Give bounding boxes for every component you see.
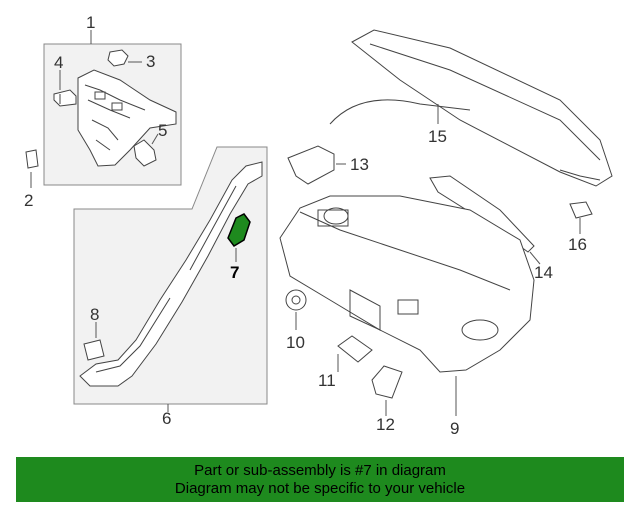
callout-11: 11: [318, 371, 336, 390]
callout-13: 13: [350, 155, 369, 174]
parts-diagram: [25, 29, 613, 416]
part-7-highlighted: [227, 213, 251, 247]
part-10-grommet: [285, 289, 307, 311]
callout-8: 8: [90, 305, 100, 324]
leader-lines: [30, 61, 581, 416]
part-3-clip: [107, 49, 129, 67]
diagram-drawing: [25, 29, 613, 416]
banner-line-2: Diagram may not be specific to your vehi…: [174, 480, 466, 497]
banner-line-1: Part or sub-assembly is #7 in diagram: [194, 462, 446, 479]
callout-14: 14: [534, 263, 553, 282]
part-13-cover: [287, 145, 335, 185]
part-9-package-tray: [279, 195, 535, 373]
part-4-plug: [53, 89, 77, 107]
callout-2: 2: [24, 191, 34, 210]
callout-7: 7: [230, 263, 240, 282]
part-6-pillar-trim: [79, 161, 263, 387]
callout-1: 1: [86, 13, 96, 32]
part-15-rail: [329, 29, 613, 187]
callout-3: 3: [146, 52, 156, 71]
info-banner: Part or sub-assembly is #7 in diagram Di…: [16, 457, 624, 502]
part-12-bracket: [371, 365, 403, 399]
part-16-clip: [569, 201, 593, 219]
part-1-panel: [77, 69, 177, 167]
part-2-clip: [25, 149, 39, 169]
callout-16: 16: [568, 235, 587, 254]
callout-15: 15: [428, 127, 447, 146]
callout-5: 5: [158, 121, 168, 140]
callout-4: 4: [54, 53, 64, 72]
callout-9: 9: [450, 419, 460, 438]
part-8-clip: [83, 339, 105, 361]
part-11-vent: [337, 335, 373, 363]
callout-10: 10: [286, 333, 305, 352]
callout-6: 6: [162, 409, 172, 428]
callout-12: 12: [376, 415, 395, 434]
part-5-bracket: [133, 139, 157, 167]
